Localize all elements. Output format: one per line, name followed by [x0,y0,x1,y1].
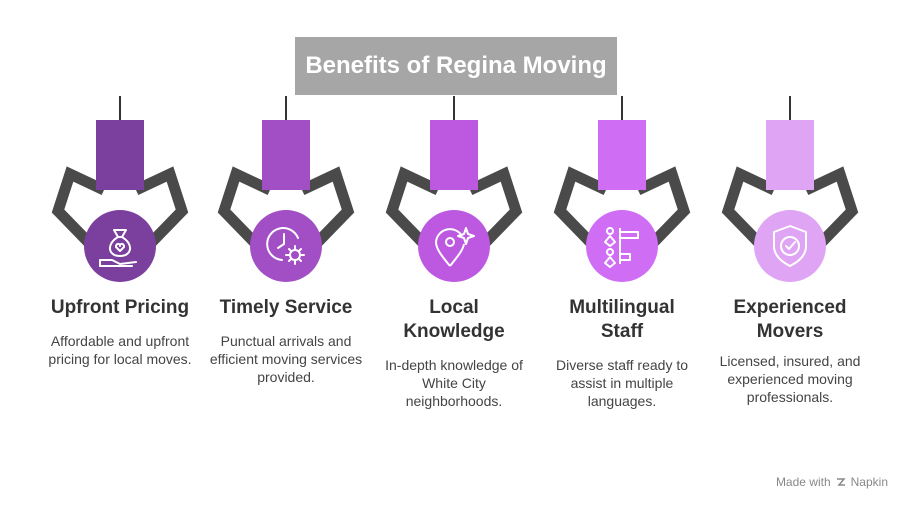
napkin-logo-icon [836,478,846,486]
claw-graphic [385,96,523,282]
claw-graphic [217,96,355,282]
claw-graphic [721,96,859,282]
claw-graphic [553,96,691,282]
heading-line-1: Experienced [733,297,847,318]
benefit-heading: Multilingual Staff [538,296,706,344]
napkin-brand-label: Napkin [850,475,888,489]
heading-line-1: Multilingual [569,297,675,318]
diagram-title: Benefits of Regina Moving [305,52,607,79]
napkin-watermark: Made with Napkin [776,475,888,489]
benefit-description: Affordable and upfront pricing for local… [48,333,192,367]
benefit-heading: Upfront Pricing [36,296,204,320]
heading-line-1: Local [429,297,479,318]
benefit-heading: Timely Service [202,296,370,320]
benefit-description: Punctual arrivals and efficient moving s… [209,333,363,385]
clock-gear-icon [266,227,305,265]
location-pin-sparkle-icon [435,227,475,267]
money-bag-hand-icon [99,229,137,267]
heading-line-2: Knowledge [403,321,505,342]
heading-line-2: Movers [756,321,824,342]
benefit-heading: Experienced Movers [706,296,874,344]
benefit-heading: Local Knowledge [370,296,538,344]
heading-line-2: Staff [600,321,644,342]
heading-line-1: Timely Service [219,297,353,318]
people-language-icon [604,227,639,268]
benefit-description: Licensed, insured, and experienced movin… [719,353,861,405]
benefit-description: In-depth knowledge of White City neighbo… [385,357,523,409]
benefit-description: Diverse staff ready to assist in multipl… [555,357,689,409]
title-box: Benefits of Regina Moving [295,37,617,95]
made-with-label: Made with [775,475,831,489]
heading-line-1: Upfront Pricing [50,297,190,318]
shield-check-icon [773,225,807,267]
